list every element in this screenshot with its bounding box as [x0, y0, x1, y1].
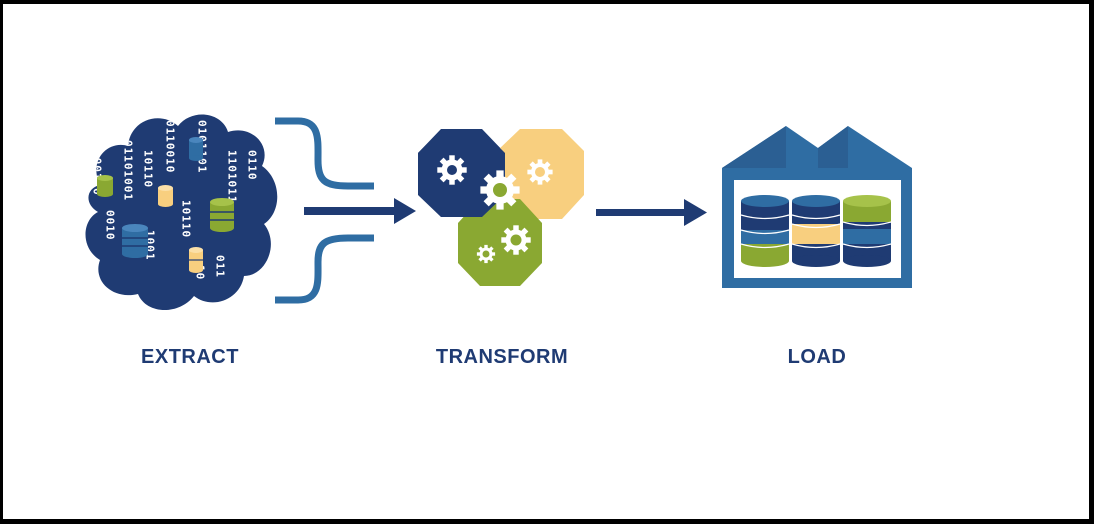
svg-text:1101011: 1101011	[226, 150, 239, 203]
warehouse-icon	[722, 126, 912, 288]
svg-text:0110: 0110	[246, 150, 259, 181]
arrow-right-icon	[596, 199, 707, 226]
database-cylinder-icon	[158, 185, 173, 207]
gear-icon	[527, 159, 553, 185]
database-cylinder-icon	[740, 195, 790, 267]
extract-label: EXTRACT	[141, 346, 239, 368]
gear-icon	[476, 244, 496, 264]
database-cylinder-icon	[210, 198, 234, 232]
database-cylinder-icon	[97, 175, 113, 197]
database-cylinder-icon	[189, 137, 203, 161]
gear-icon	[437, 155, 467, 185]
load-label: LOAD	[787, 346, 847, 368]
arrow-right-icon	[304, 198, 416, 224]
svg-text:10110: 10110	[180, 200, 193, 238]
gear-icon	[480, 170, 520, 210]
database-cylinder-icon	[122, 224, 148, 258]
svg-text:01101001: 01101001	[122, 140, 135, 201]
gear-icon	[501, 225, 531, 255]
gears-hexagon-icon	[418, 129, 584, 286]
transform-label: TRANSFORM	[435, 346, 569, 368]
database-cylinder-icon	[189, 247, 203, 273]
svg-text:011: 011	[214, 255, 227, 278]
svg-text:0110010: 0110010	[164, 120, 177, 173]
funnel-pipes-icon	[275, 117, 374, 304]
database-cylinder-icon	[842, 195, 892, 267]
database-cylinder-icon	[791, 195, 841, 267]
svg-text:0010: 0010	[104, 210, 117, 241]
svg-text:10110: 10110	[142, 150, 155, 188]
